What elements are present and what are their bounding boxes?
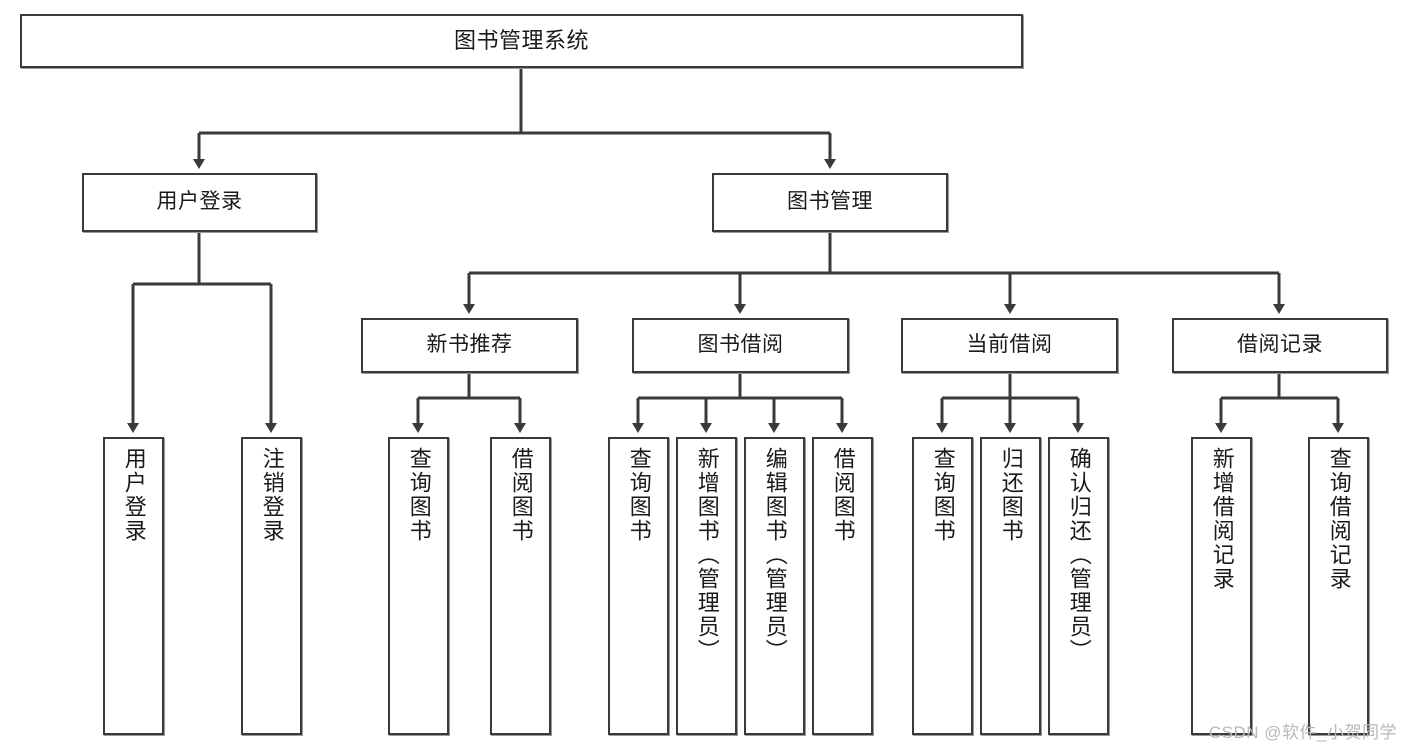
node-label: 查询图书: [626, 447, 652, 543]
leaf-borrow-book-new-book[interactable]: 借阅图书: [490, 437, 551, 735]
node-label: 归还图书: [998, 447, 1024, 543]
node-root-book-management-system[interactable]: 图书管理系统: [20, 14, 1023, 68]
node-label: 图书借阅: [697, 333, 784, 357]
node-label: 当前借阅: [966, 333, 1053, 357]
leaf-query-book-current[interactable]: 查询图书: [912, 437, 973, 735]
leaf-query-book-borrow[interactable]: 查询图书: [608, 437, 669, 735]
leaf-query-borrowing-record[interactable]: 查询借阅记录: [1308, 437, 1369, 735]
leaf-add-book-admin[interactable]: 新增图书（管理员）: [676, 437, 737, 735]
csdn-watermark: CSDN @软件_小贺同学: [1208, 723, 1397, 742]
leaf-user-login[interactable]: 用户登录: [103, 437, 164, 735]
leaf-edit-book-admin[interactable]: 编辑图书（管理员）: [744, 437, 805, 735]
node-book-borrowing[interactable]: 图书借阅: [632, 318, 849, 373]
node-label: 图书管理系统: [453, 28, 589, 54]
leaf-add-borrowing-record[interactable]: 新增借阅记录: [1191, 437, 1252, 735]
leaf-logout[interactable]: 注销登录: [241, 437, 302, 735]
node-label: 新书推荐: [426, 333, 513, 357]
node-current-borrowing[interactable]: 当前借阅: [901, 318, 1118, 373]
leaf-return-book[interactable]: 归还图书: [980, 437, 1041, 735]
node-label: 借阅图书: [508, 447, 534, 543]
node-label: 图书管理: [787, 190, 873, 214]
node-label: 注销登录: [259, 447, 285, 543]
leaf-confirm-return-admin[interactable]: 确认归还（管理员）: [1048, 437, 1109, 735]
node-book-management[interactable]: 图书管理: [712, 173, 948, 232]
node-label: 编辑图书（管理员）: [762, 447, 788, 663]
node-label: 确认归还（管理员）: [1066, 447, 1092, 663]
node-label: 查询借阅记录: [1326, 447, 1352, 591]
node-borrowing-record[interactable]: 借阅记录: [1172, 318, 1388, 373]
node-label: 借阅图书: [830, 447, 856, 543]
node-new-book-recommendation[interactable]: 新书推荐: [361, 318, 578, 373]
leaf-query-book-new-book[interactable]: 查询图书: [388, 437, 449, 735]
node-label: 用户登录: [156, 190, 243, 214]
node-label: 查询图书: [406, 447, 432, 543]
node-label: 借阅记录: [1237, 333, 1323, 357]
node-label: 用户登录: [121, 447, 147, 543]
node-label: 查询图书: [930, 447, 956, 543]
leaf-borrow-book[interactable]: 借阅图书: [812, 437, 873, 735]
node-label: 新增图书（管理员）: [694, 447, 720, 663]
node-label: 新增借阅记录: [1209, 447, 1235, 591]
node-user-login[interactable]: 用户登录: [82, 173, 317, 232]
